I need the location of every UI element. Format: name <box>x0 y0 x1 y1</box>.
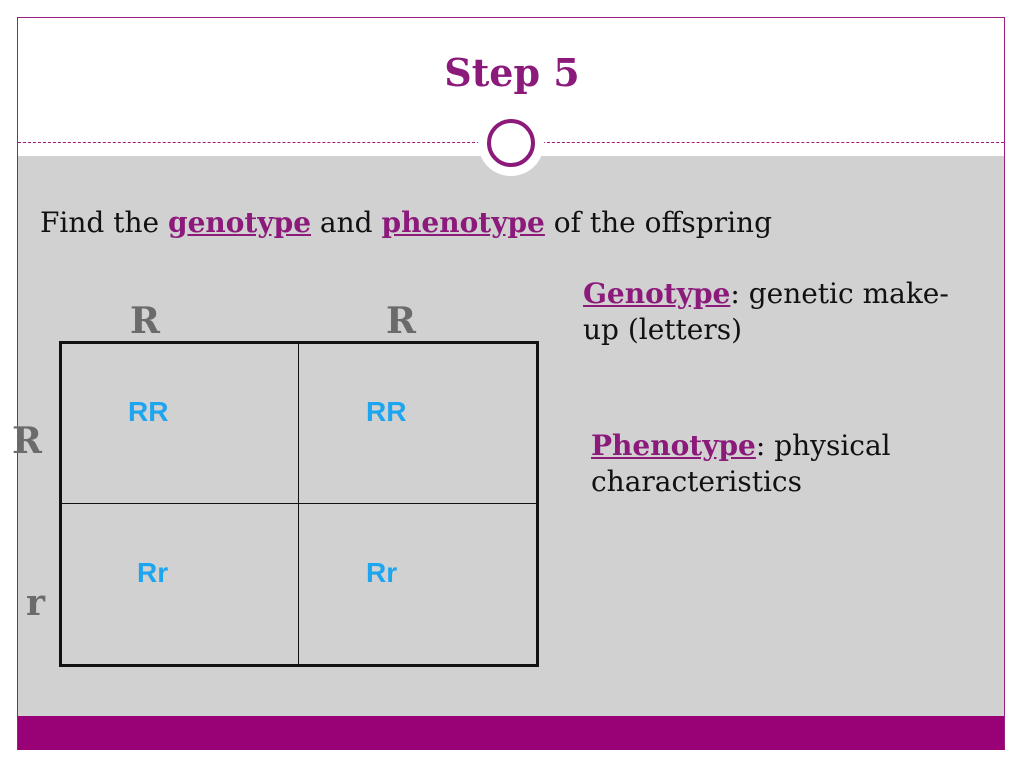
content-area <box>18 156 1004 716</box>
instruction-suffix: of the offspring <box>544 206 772 239</box>
genotype-definition-term: Genotype <box>583 277 731 310</box>
genotype-term: genotype <box>168 206 312 239</box>
row-label-1: R <box>12 420 42 462</box>
instruction-middle: and <box>311 206 382 239</box>
phenotype-definition-text: : physical <box>755 429 891 462</box>
cell-genotype: RR <box>366 396 407 427</box>
punnett-cell: RR <box>299 344 536 504</box>
circle-ornament-icon <box>478 110 544 176</box>
instruction-text: Find the genotype and phenotype of the o… <box>40 206 772 239</box>
punnett-square: RR RR Rr Rr <box>59 341 539 667</box>
cell-genotype: RR <box>128 396 169 427</box>
genotype-definition-text: : genetic make- <box>730 277 949 310</box>
slide-title: Step 5 <box>444 50 580 95</box>
cell-genotype: Rr <box>137 557 169 588</box>
instruction-prefix: Find the <box>40 206 168 239</box>
punnett-cell: Rr <box>299 504 536 664</box>
punnett-cell: Rr <box>62 504 299 664</box>
genotype-definition-text2: up (letters) <box>583 313 743 346</box>
phenotype-term: phenotype <box>381 206 545 239</box>
column-label-1: R <box>130 300 160 342</box>
genotype-definition: Genotype: genetic make- up (letters) <box>583 276 949 348</box>
phenotype-definition-term: Phenotype <box>591 429 756 462</box>
ring-icon <box>487 119 535 167</box>
bottom-bar <box>18 716 1004 750</box>
phenotype-definition-text2: characteristics <box>591 465 802 498</box>
row-label-2: r <box>26 582 45 624</box>
cell-genotype: Rr <box>366 557 398 588</box>
phenotype-definition: Phenotype: physical characteristics <box>591 428 891 500</box>
column-label-2: R <box>386 300 416 342</box>
punnett-cell: RR <box>62 344 299 504</box>
